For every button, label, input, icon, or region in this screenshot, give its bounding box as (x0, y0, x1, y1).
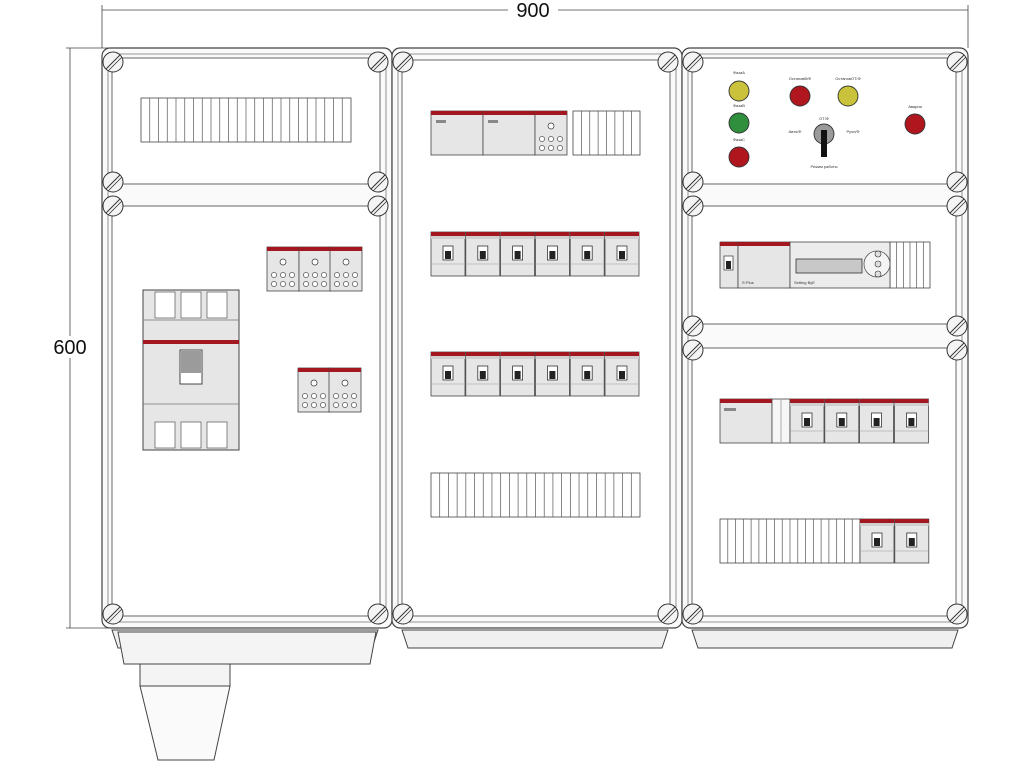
terminal-strip-right-bottom (719, 518, 861, 564)
main-circuit-breaker (142, 289, 240, 451)
terminal-strip-middle-top (572, 110, 641, 156)
phase-a-label: ФазаА (733, 70, 745, 75)
screw-icon (102, 51, 124, 73)
circuit-breaker-icon (500, 231, 536, 277)
phase-c-label: ФазаC (733, 137, 745, 142)
screw-icon (657, 51, 679, 73)
indicator-lamp-icon (789, 85, 811, 107)
indicator-lamp-icon (728, 146, 750, 168)
breaker-row-1 (430, 231, 640, 277)
circuit-breaker-icon (859, 398, 895, 444)
screw-icon (682, 195, 704, 217)
controller-label-left: S·Plus (742, 280, 754, 285)
screw-icon (367, 603, 389, 625)
dimension-width: 900 (101, 0, 969, 48)
circuit-breaker-icon (500, 351, 536, 397)
terminal-block-group-1 (266, 246, 363, 292)
indicator-lamp-icon (837, 85, 859, 107)
circuit-breaker-icon (430, 231, 466, 277)
indicator-lamp-icon (728, 112, 750, 134)
screw-icon (682, 603, 704, 625)
circuit-breaker-icon (824, 398, 860, 444)
indicator-lamp-icon (904, 113, 926, 135)
height-label: 600 (53, 337, 86, 359)
screw-icon (367, 51, 389, 73)
screw-icon (946, 195, 968, 217)
screw-icon (946, 51, 968, 73)
screw-icon (102, 171, 124, 193)
screw-icon (102, 195, 124, 217)
circuit-breaker-icon (465, 351, 501, 397)
circuit-breaker-icon (534, 351, 570, 397)
screw-icon (946, 171, 968, 193)
circuit-breaker-icon (859, 518, 895, 564)
circuit-breaker-icon (604, 351, 640, 397)
screw-icon (946, 315, 968, 337)
screw-icon (392, 51, 414, 73)
breaker-row-2 (430, 351, 640, 397)
control-panel: ФазаА ФазаB ФазаC ОстановВ/Ф ОстановОТ/Ф… (728, 70, 926, 169)
base-rails (111, 629, 959, 665)
circuit-breaker-icon (534, 231, 570, 277)
screw-icon (392, 603, 414, 625)
screw-icon (367, 195, 389, 217)
controller-module: S·Plus Setting ByE (719, 241, 891, 289)
selector-switch-icon (813, 123, 835, 157)
screw-icon (946, 339, 968, 361)
circuit-breaker-icon (789, 398, 825, 444)
switch-top-label: ОТ/Ф (819, 116, 829, 121)
alarm-label: Авария (908, 104, 922, 109)
screw-icon (682, 171, 704, 193)
screw-icon (102, 603, 124, 625)
circuit-breaker-icon (569, 231, 605, 277)
screw-icon (657, 603, 679, 625)
screw-icon (367, 171, 389, 193)
dimension-height: 600 (50, 47, 110, 629)
circuit-breaker-icon (465, 231, 501, 277)
circuit-breaker-icon (430, 351, 466, 397)
contactor-right (719, 398, 791, 444)
terminal-strip-right-controller (889, 241, 931, 289)
circuit-breaker-icon (569, 351, 605, 397)
terminal-block-group-2 (297, 367, 362, 413)
switch-left-label: Авто/Ф (789, 129, 802, 134)
phase-b-label: ФазаB (733, 103, 745, 108)
width-label: 900 (516, 0, 549, 22)
terminal-strip-left-top (140, 97, 352, 143)
screw-icon (946, 603, 968, 625)
breaker-row-4 (859, 518, 930, 564)
circuit-breaker-icon (604, 231, 640, 277)
indicator-lamp-icon (728, 80, 750, 102)
breaker-row-3 (789, 398, 929, 444)
terminal-strip-middle-bottom (430, 472, 641, 518)
switch-right-label: Ручн/Ф (846, 129, 859, 134)
screw-icon (682, 339, 704, 361)
pump-off-label: ОстановВ/Ф (789, 76, 812, 81)
contactor-group-top (430, 110, 568, 156)
cable-gland (139, 663, 231, 761)
screw-icon (682, 315, 704, 337)
controller-label-right: Setting ByE (794, 280, 815, 285)
circuit-breaker-icon (894, 518, 930, 564)
pump-on-label: ОстановОТ/Ф (835, 76, 860, 81)
switch-bottom-label: Режим работы (810, 164, 837, 169)
screw-icon (682, 51, 704, 73)
circuit-breaker-icon (893, 398, 929, 444)
